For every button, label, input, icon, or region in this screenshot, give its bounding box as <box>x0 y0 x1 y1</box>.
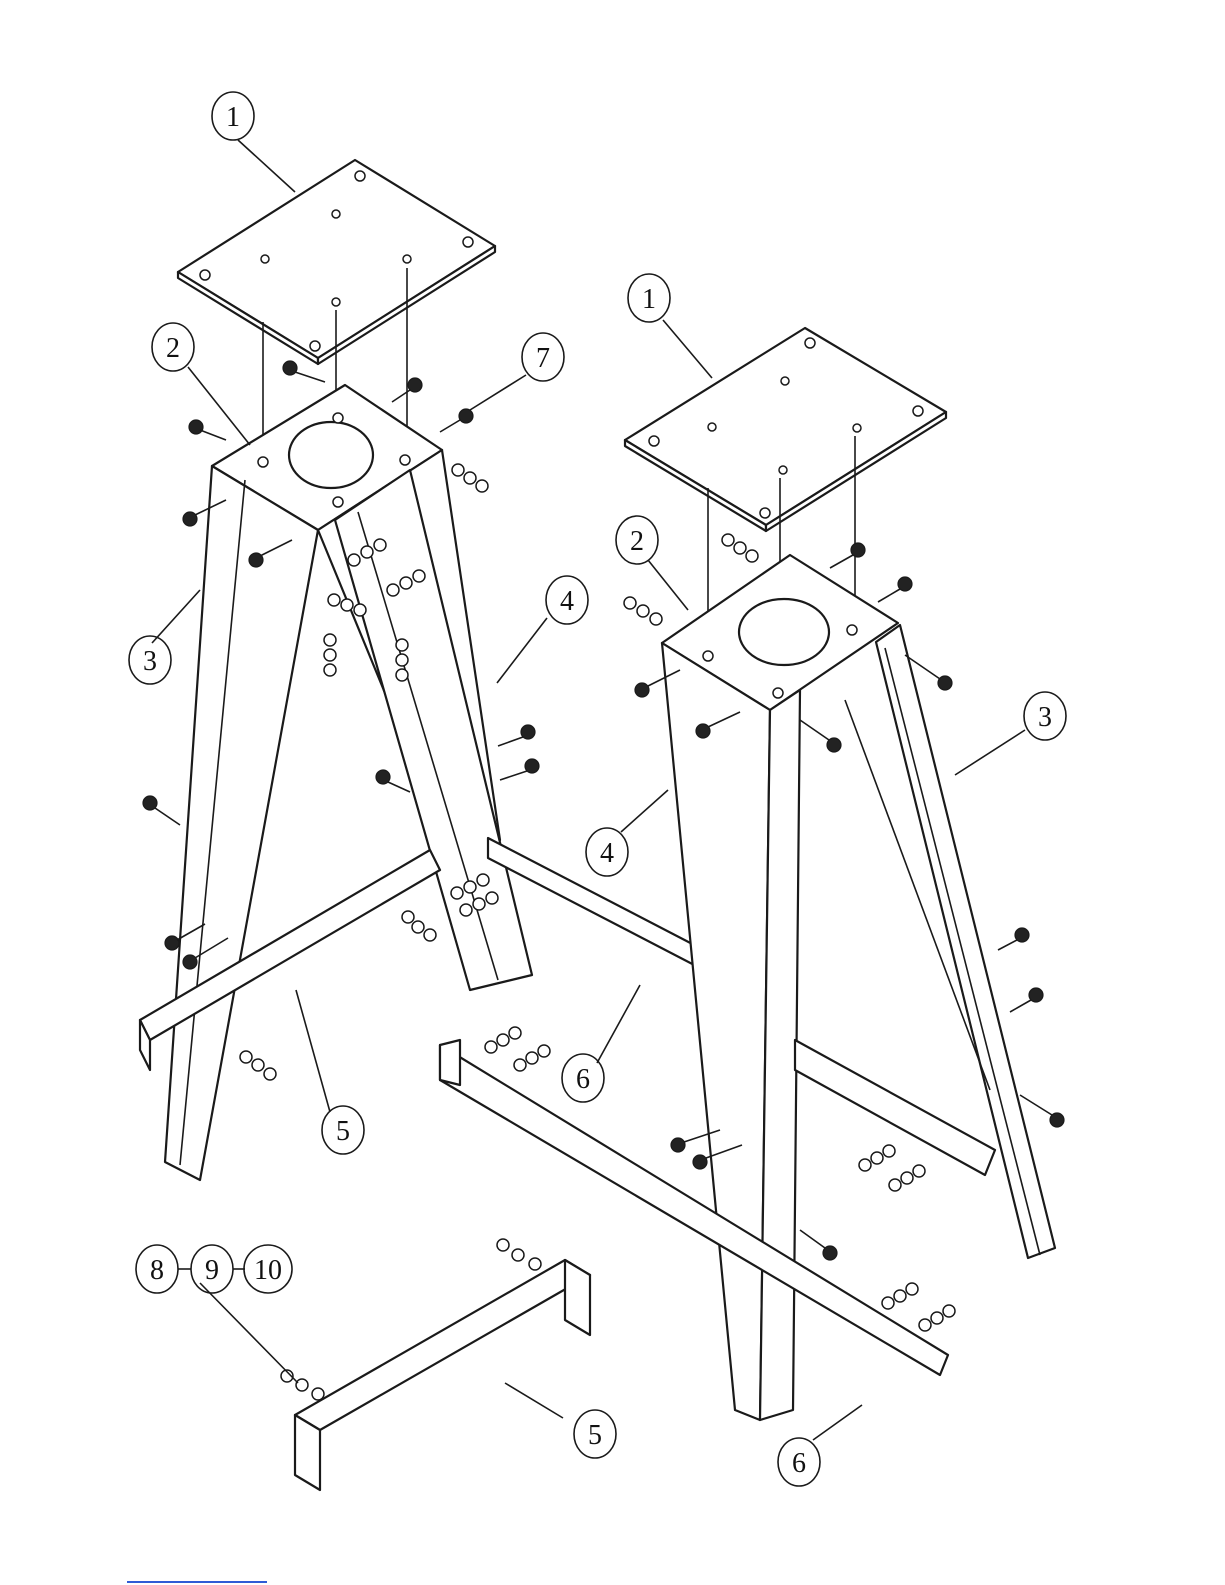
callout-part-4-right: 4 <box>586 828 628 876</box>
svg-text:8: 8 <box>150 1255 164 1286</box>
callout-part-2-right: 2 <box>616 516 658 564</box>
callout-part-6-right: 6 <box>778 1438 820 1486</box>
callout-part-10: 10 <box>244 1245 292 1293</box>
svg-text:5: 5 <box>336 1116 350 1147</box>
svg-text:6: 6 <box>576 1064 590 1095</box>
svg-text:6: 6 <box>792 1448 806 1479</box>
callout-part-9: 9 <box>191 1245 233 1293</box>
callout-part-8: 8 <box>136 1245 178 1293</box>
callout-part-1-left: 1 <box>212 92 254 140</box>
svg-text:2: 2 <box>630 526 644 557</box>
callout-part-5-right: 5 <box>574 1410 616 1458</box>
callout-part-1-right: 1 <box>628 274 670 322</box>
callout-part-3-right: 3 <box>1024 692 1066 740</box>
svg-text:1: 1 <box>226 102 240 133</box>
svg-text:3: 3 <box>1038 702 1052 733</box>
right-leg-4 <box>662 643 770 1420</box>
svg-text:1: 1 <box>642 284 656 315</box>
svg-text:7: 7 <box>536 343 550 374</box>
callout-part-4-left: 4 <box>546 576 588 624</box>
right-brace-5 <box>295 1260 590 1430</box>
callout-part-3-left: 3 <box>129 636 171 684</box>
bottom-link-underline <box>127 1581 267 1583</box>
svg-text:3: 3 <box>143 646 157 677</box>
svg-text:4: 4 <box>600 838 614 869</box>
callout-part-2-left: 2 <box>152 323 194 371</box>
svg-text:4: 4 <box>560 586 574 617</box>
svg-text:5: 5 <box>588 1420 602 1451</box>
svg-text:2: 2 <box>166 333 180 364</box>
right-top-plate <box>625 328 946 531</box>
svg-text:10: 10 <box>254 1255 282 1286</box>
right-brace-6 <box>795 1040 995 1175</box>
callout-part-5-left: 5 <box>322 1106 364 1154</box>
callout-part-7: 7 <box>522 333 564 381</box>
svg-text:9: 9 <box>205 1255 219 1286</box>
callout-part-6-left: 6 <box>562 1054 604 1102</box>
